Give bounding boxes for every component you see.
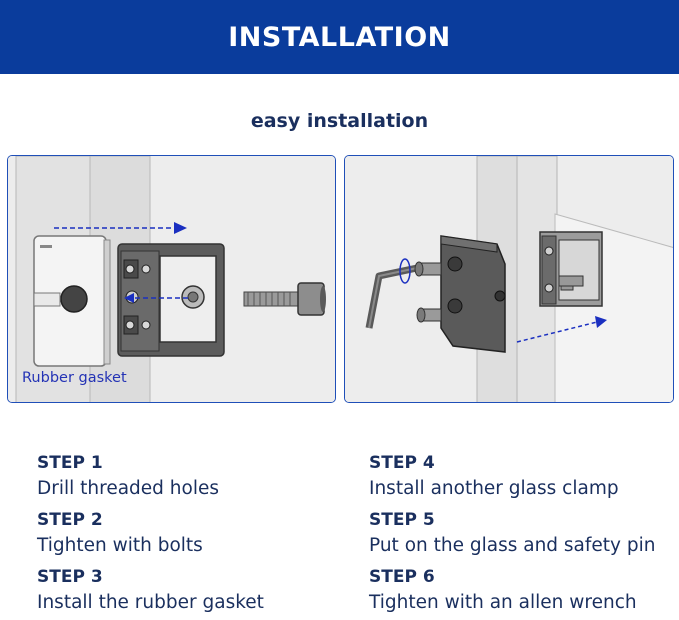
step-title: STEP 3 bbox=[37, 567, 103, 587]
step-1: STEP 1 Drill threaded holes bbox=[37, 452, 264, 503]
step-title: STEP 4 bbox=[369, 453, 435, 473]
step-title: STEP 6 bbox=[369, 567, 435, 587]
illustration-right bbox=[344, 155, 674, 403]
wrench-install-illustration bbox=[345, 156, 673, 402]
step-description: Install the rubber gasket bbox=[37, 592, 264, 613]
bolt-shape bbox=[243, 282, 326, 316]
clamp-body-shape bbox=[117, 243, 225, 357]
allen-wrench-shape bbox=[365, 258, 418, 329]
screw-shapes bbox=[414, 261, 442, 323]
step-description: Install another glass clamp bbox=[369, 478, 619, 499]
step-title: STEP 2 bbox=[37, 510, 103, 530]
step-title: STEP 1 bbox=[37, 453, 103, 473]
header-banner: INSTALLATION bbox=[0, 0, 679, 74]
step-5: STEP 5 Put on the glass and safety pin bbox=[369, 509, 655, 560]
subtitle: easy installation bbox=[250, 110, 429, 132]
step-description: Put on the glass and safety pin bbox=[369, 535, 656, 556]
step-2: STEP 2 Tighten with bolts bbox=[37, 509, 264, 560]
steps-column-right: STEP 4 Install another glass clamp STEP … bbox=[369, 452, 655, 620]
step-description: Drill threaded holes bbox=[37, 478, 220, 499]
steps-column-left: STEP 1 Drill threaded holes STEP 2 Tight… bbox=[37, 452, 264, 620]
rubber-gasket-label: Rubber gasket bbox=[22, 370, 127, 386]
rubber-gasket-shape bbox=[33, 235, 111, 367]
clamp-cover-shape bbox=[440, 235, 506, 353]
step-6: STEP 6 Tighten with an allen wrench bbox=[369, 566, 655, 617]
step-description: Tighten with an allen wrench bbox=[369, 592, 637, 613]
step-description: Tighten with bolts bbox=[37, 535, 203, 556]
installed-clamp-shape bbox=[539, 231, 603, 307]
illustration-left: Rubber gasket bbox=[7, 155, 336, 403]
step-4: STEP 4 Install another glass clamp bbox=[369, 452, 655, 503]
step-3: STEP 3 Install the rubber gasket bbox=[37, 566, 264, 617]
page-title: INSTALLATION bbox=[228, 21, 451, 53]
step-title: STEP 5 bbox=[369, 510, 435, 530]
clamp-assembly-illustration bbox=[8, 156, 335, 402]
